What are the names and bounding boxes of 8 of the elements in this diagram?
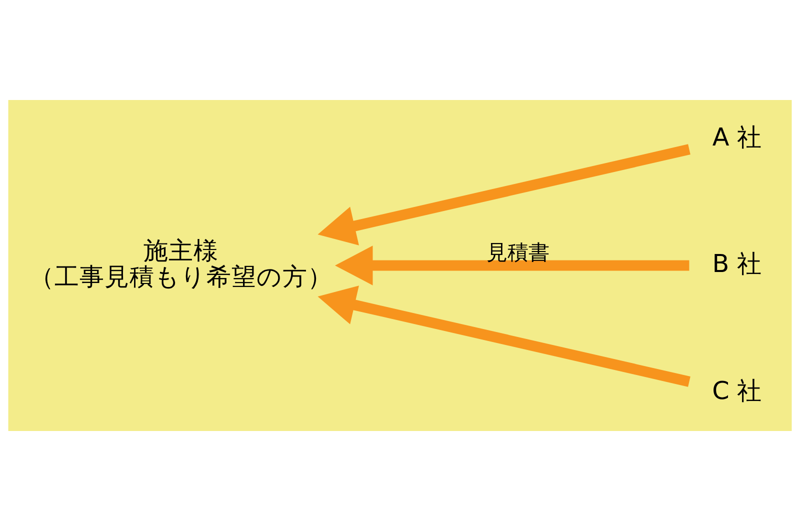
node-text: 施主様 （工事見積もり希望の方） <box>29 236 332 292</box>
node-text: C 社 <box>712 376 762 405</box>
arrow <box>318 286 690 387</box>
arrow <box>334 246 690 286</box>
node-text: A 社 <box>712 122 762 152</box>
arrow <box>318 144 690 246</box>
edge-label: 見積書 <box>486 240 550 265</box>
node-text: B 社 <box>712 249 762 278</box>
